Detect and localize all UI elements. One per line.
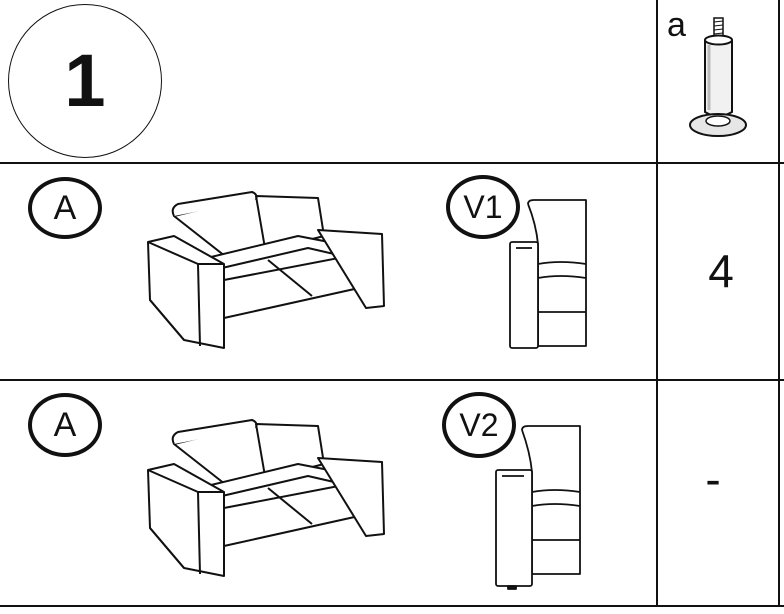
right-edge-line — [778, 0, 780, 607]
part-letter: a — [667, 6, 686, 44]
row-divider-middle — [0, 379, 784, 381]
sofa-side-profile-v1-icon — [509, 199, 587, 349]
two-seat-sofa-icon — [147, 191, 385, 349]
variant-label: V2 — [459, 406, 499, 443]
item-label: A — [53, 405, 77, 444]
variant-label-circle: V1 — [446, 175, 520, 239]
quantity-value: 4 — [708, 245, 734, 297]
quantity-value: - — [705, 453, 721, 505]
item-label-circle: A — [28, 393, 102, 457]
row-divider-top — [0, 162, 784, 164]
variant-label: V1 — [463, 188, 503, 225]
step-number-circle: 1 — [8, 4, 162, 158]
item-label-circle: A — [28, 177, 102, 239]
leg-foot-icon — [689, 17, 747, 137]
two-seat-sofa-icon — [147, 419, 385, 577]
sofa-side-profile-v2-icon — [495, 425, 581, 590]
row-divider-bottom — [0, 605, 784, 607]
column-divider — [656, 0, 658, 607]
step-number: 1 — [64, 39, 106, 122]
variant-label-circle: V2 — [442, 392, 516, 458]
item-label: A — [53, 188, 77, 227]
